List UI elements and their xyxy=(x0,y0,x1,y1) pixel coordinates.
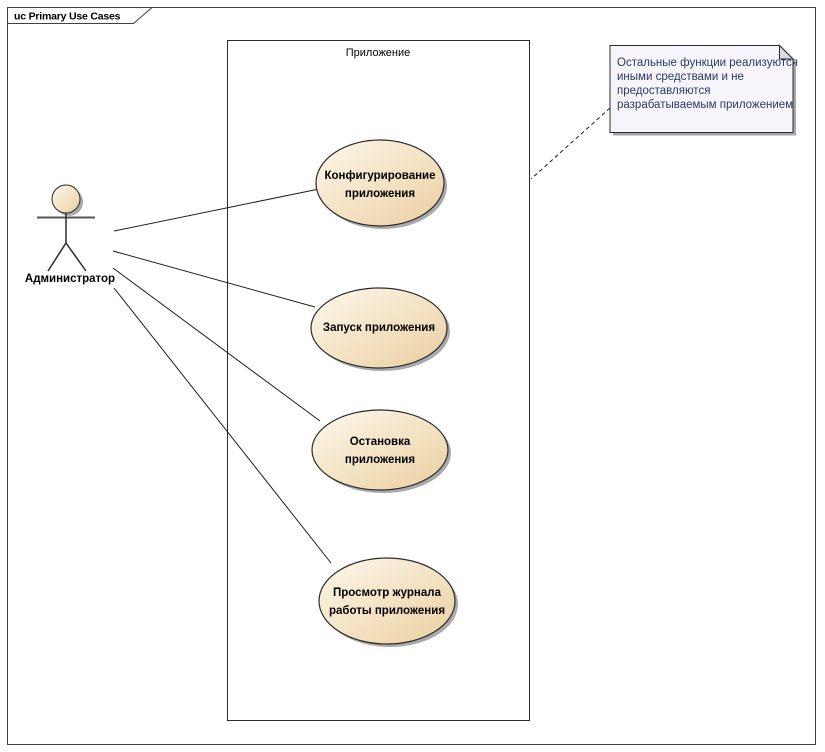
association-configure-application[interactable] xyxy=(113,188,320,232)
use-case-ellipse[interactable] xyxy=(315,139,445,227)
use-case-ellipse[interactable] xyxy=(318,557,456,645)
note[interactable]: Остальные функции реализуются иными сред… xyxy=(609,44,798,136)
actor-head[interactable] xyxy=(51,184,81,214)
system-boundary-label: Приложение xyxy=(346,47,411,59)
use-case-ellipse[interactable] xyxy=(310,287,448,369)
note-text-line: разрабатываемым приложением xyxy=(617,99,793,111)
actor-administrator[interactable]: Администратор xyxy=(25,184,115,285)
actor-left-leg xyxy=(47,242,67,272)
note-link-connector[interactable] xyxy=(530,107,611,180)
note-text-line: Остальные функции реализуются xyxy=(617,57,798,69)
associations xyxy=(112,188,332,564)
note-text-line: иными средствами и не xyxy=(617,71,744,83)
actor-label: Администратор xyxy=(25,273,115,285)
use-case-view-application-log[interactable]: Просмотр журнала работы приложения xyxy=(318,557,458,647)
use-case-stop-application[interactable]: Остановка приложения xyxy=(311,409,451,493)
use-case-label-line: Остановка xyxy=(350,436,411,448)
association-start-application[interactable] xyxy=(112,250,316,308)
use-case-start-application[interactable]: Запуск приложения xyxy=(310,287,450,371)
note-text-line: предоставляются xyxy=(617,85,710,97)
actor-right-leg xyxy=(65,242,87,272)
use-case-label-line: приложения xyxy=(345,454,415,466)
use-case-label-line: работы приложения xyxy=(329,605,445,617)
note-fold-corner-icon xyxy=(779,44,795,60)
use-case-label-line: Запуск приложения xyxy=(323,322,435,334)
use-case-ellipse[interactable] xyxy=(311,409,449,491)
association-view-application-log[interactable] xyxy=(113,287,332,564)
use-case-label-line: приложения xyxy=(345,188,415,200)
frame-label: uc Primary Use Cases xyxy=(14,11,121,23)
note-body[interactable] xyxy=(609,45,794,133)
use-case-configure-application[interactable]: Конфигурирование приложения xyxy=(315,139,447,229)
association-stop-application[interactable] xyxy=(112,267,321,422)
use-case-label-line: Конфигурирование xyxy=(324,170,435,182)
frame-label-tab[interactable] xyxy=(7,7,154,24)
use-case-label-line: Просмотр журнала xyxy=(333,587,442,599)
